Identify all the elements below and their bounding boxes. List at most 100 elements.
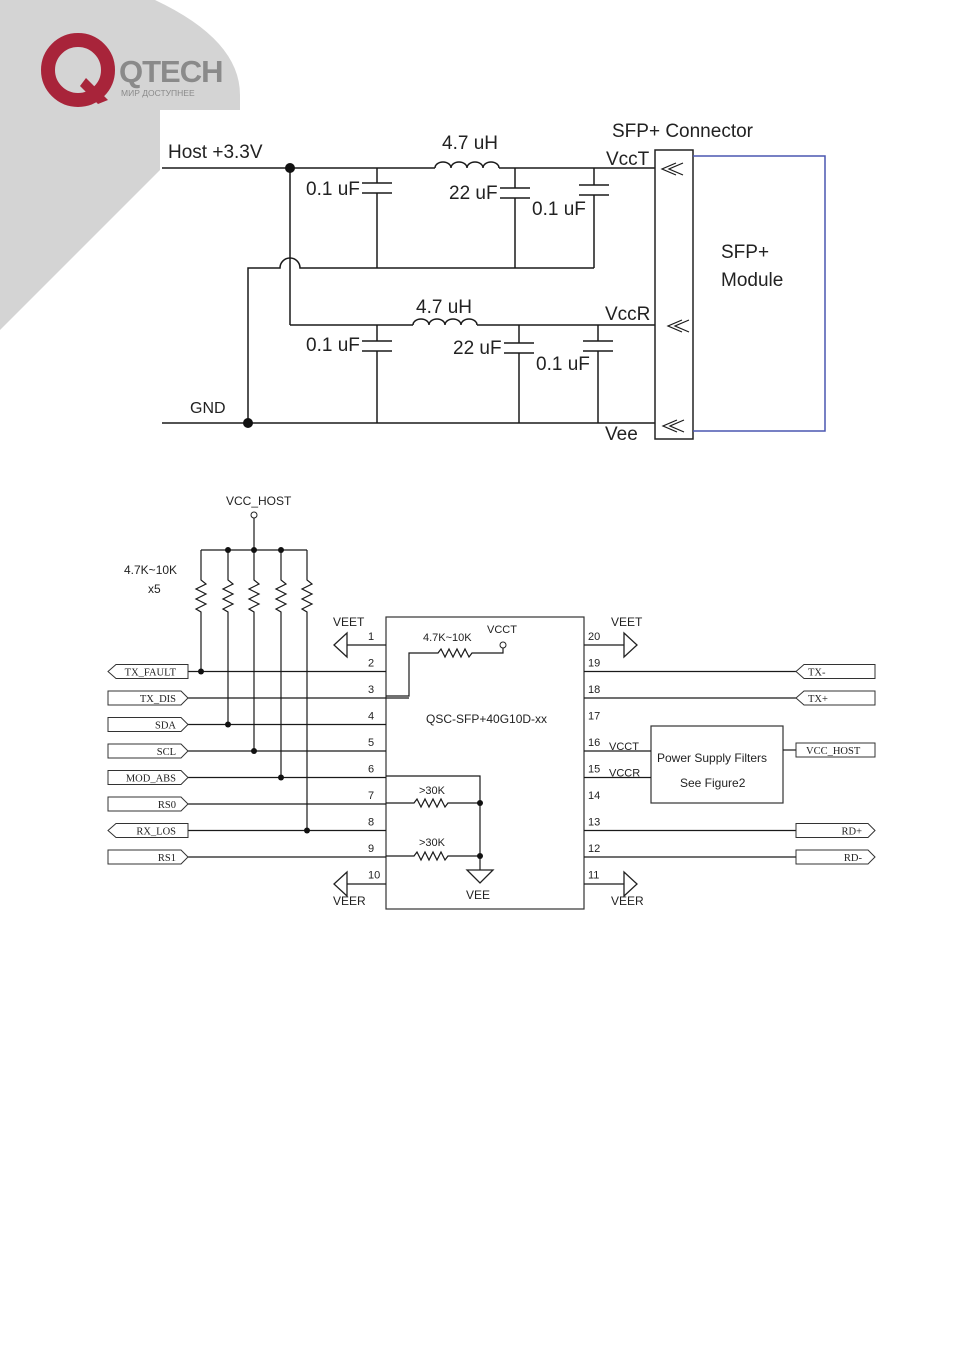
left-pin-number: 7 [368, 790, 374, 802]
signal-label: RD+ [841, 827, 862, 838]
signal-port-rdp [795, 823, 876, 838]
header: QTECH МИР ДОСТУПНЕЕ [0, 0, 240, 330]
filter-box-line1: Power Supply Filters [657, 751, 767, 765]
left-power-bottom-label: VEER [333, 894, 366, 908]
left-pin-group: 12TX_FAULT3TX_DIS4SDA5SCL6MOD_ABS7RS08RX… [107, 631, 409, 882]
left-pin-number: 3 [368, 684, 374, 696]
signal-port-txn [795, 664, 876, 679]
signal-port-rx-los [107, 823, 189, 838]
left-pin-number: 10 [368, 870, 380, 882]
pullup-resistor-sda [221, 550, 235, 723]
internal-res1-label: >30K [419, 785, 446, 797]
internal-tx-dis-pullup [386, 647, 504, 697]
pullup-resistor-tx-fault [194, 550, 208, 670]
vcct-gnd-return [247, 257, 594, 423]
gnd-label: GND [190, 400, 226, 417]
qtech-logo: QTECH МИР ДОСТУПНЕЕ [41, 33, 224, 107]
signal-label: MOD_ABS [126, 774, 176, 785]
signal-port-sda [107, 717, 189, 732]
vee-contact-icon [661, 419, 685, 433]
signal-label: RD- [844, 853, 863, 864]
logo-tail-icon [80, 78, 108, 104]
vcct-cbulk-label: 22 uF [449, 183, 498, 204]
part-number: QSC-SFP+40G10D-xx [426, 712, 547, 726]
right-pin-number: 20 [588, 631, 600, 643]
module-body [385, 616, 585, 910]
internal-vee-ground-icon [465, 869, 495, 884]
logo-ring-icon [41, 33, 115, 107]
left-pin-number: 1 [368, 631, 374, 643]
vcct-label: VccT [606, 149, 650, 170]
internal-junction-dot [477, 800, 483, 806]
connector-title: SFP+ Connector [612, 121, 754, 142]
signal-port-vcc-host [795, 742, 876, 758]
signal-label: TX_FAULT [125, 668, 177, 679]
internal-pullup-label: 4.7K~10K [423, 632, 472, 644]
pullup-junction-dot [278, 774, 284, 781]
vccr-cbulk-label: 22 uF [453, 338, 502, 359]
host-junction-dot [285, 163, 295, 173]
signal-port-mod-abs [107, 770, 189, 785]
signal-port-txp [795, 690, 876, 706]
right-pin-number: 18 [588, 684, 600, 696]
pullup-value-label: 4.7K~10K [124, 563, 177, 577]
right-veet-arrow-icon [623, 631, 638, 659]
rail-label: VCCT [609, 741, 639, 753]
pullup-resistor-scl [247, 550, 261, 750]
internal-junction-dot [477, 853, 483, 859]
signal-port-scl [107, 743, 189, 759]
left-power-top-label: VEET [333, 615, 365, 629]
right-pin-number: 14 [588, 790, 600, 802]
signal-port-rs0 [107, 796, 189, 812]
power-supply-filter-box [650, 725, 784, 804]
logo-brand: QTECH [119, 54, 223, 89]
signal-label: RX_LOS [136, 827, 176, 838]
vccr-inductor [412, 318, 478, 326]
right-pin-number: 11 [588, 870, 599, 882]
gnd-junction-dot [243, 418, 253, 428]
signal-port-tx-dis [107, 690, 189, 706]
pullup-bus-dot [225, 547, 231, 553]
right-power-bottom-label: VEER [611, 894, 644, 908]
module-label-line2: Module [721, 270, 783, 291]
figure-power-filter: Host +3.3V SFP+ Connector VccT VccR Vee … [162, 121, 826, 445]
vcct-inductor [434, 161, 500, 169]
left-pin-number: 6 [368, 764, 374, 776]
pullup-junction-dot [304, 827, 310, 834]
right-veer-arrow-icon [623, 870, 638, 898]
vccr-inductor-label: 4.7 uH [416, 297, 472, 318]
vee-label: Vee [605, 424, 638, 445]
signal-port-tx-fault [107, 664, 189, 679]
figure-host-connection: VCC_HOST 4.7K~10K x5 QSC-SFP+40G10D-xx 4… [107, 494, 876, 910]
pullup-resistors [194, 547, 314, 829]
right-pin-number: 15 [588, 764, 600, 776]
corner-decoration [0, 0, 240, 330]
right-power-top-label: VEET [611, 615, 643, 629]
pullup-junction-dot [198, 668, 204, 675]
right-pin-number: 16 [588, 737, 600, 749]
filter-box-line2: See Figure2 [680, 776, 746, 790]
left-veer-arrow-icon [333, 870, 348, 898]
signal-label: RS0 [158, 800, 176, 811]
pullup-resistor-mod-abs [274, 550, 288, 776]
vccr-contact-icon [666, 319, 690, 333]
signal-label: SCL [157, 747, 176, 758]
vcct-contact-icon [660, 162, 684, 176]
signal-label: TX+ [808, 694, 828, 705]
left-pin-number: 8 [368, 817, 374, 829]
vcc-host-terminal [250, 511, 258, 519]
logo-tagline: МИР ДОСТУПНЕЕ [121, 88, 195, 98]
sfp-module-outline [693, 155, 826, 432]
vcct-cin-label: 0.1 uF [306, 179, 360, 200]
signal-label: SDA [155, 721, 176, 732]
pullup-junction-dot [251, 748, 257, 754]
host-supply-label: Host +3.3V [168, 142, 263, 163]
left-pin-number: 2 [368, 658, 374, 670]
right-pin-number: 19 [588, 658, 600, 670]
pullup-count-label: x5 [148, 582, 161, 596]
internal-mod-abs-wire [386, 775, 481, 870]
signal-label: TX_DIS [140, 694, 176, 705]
